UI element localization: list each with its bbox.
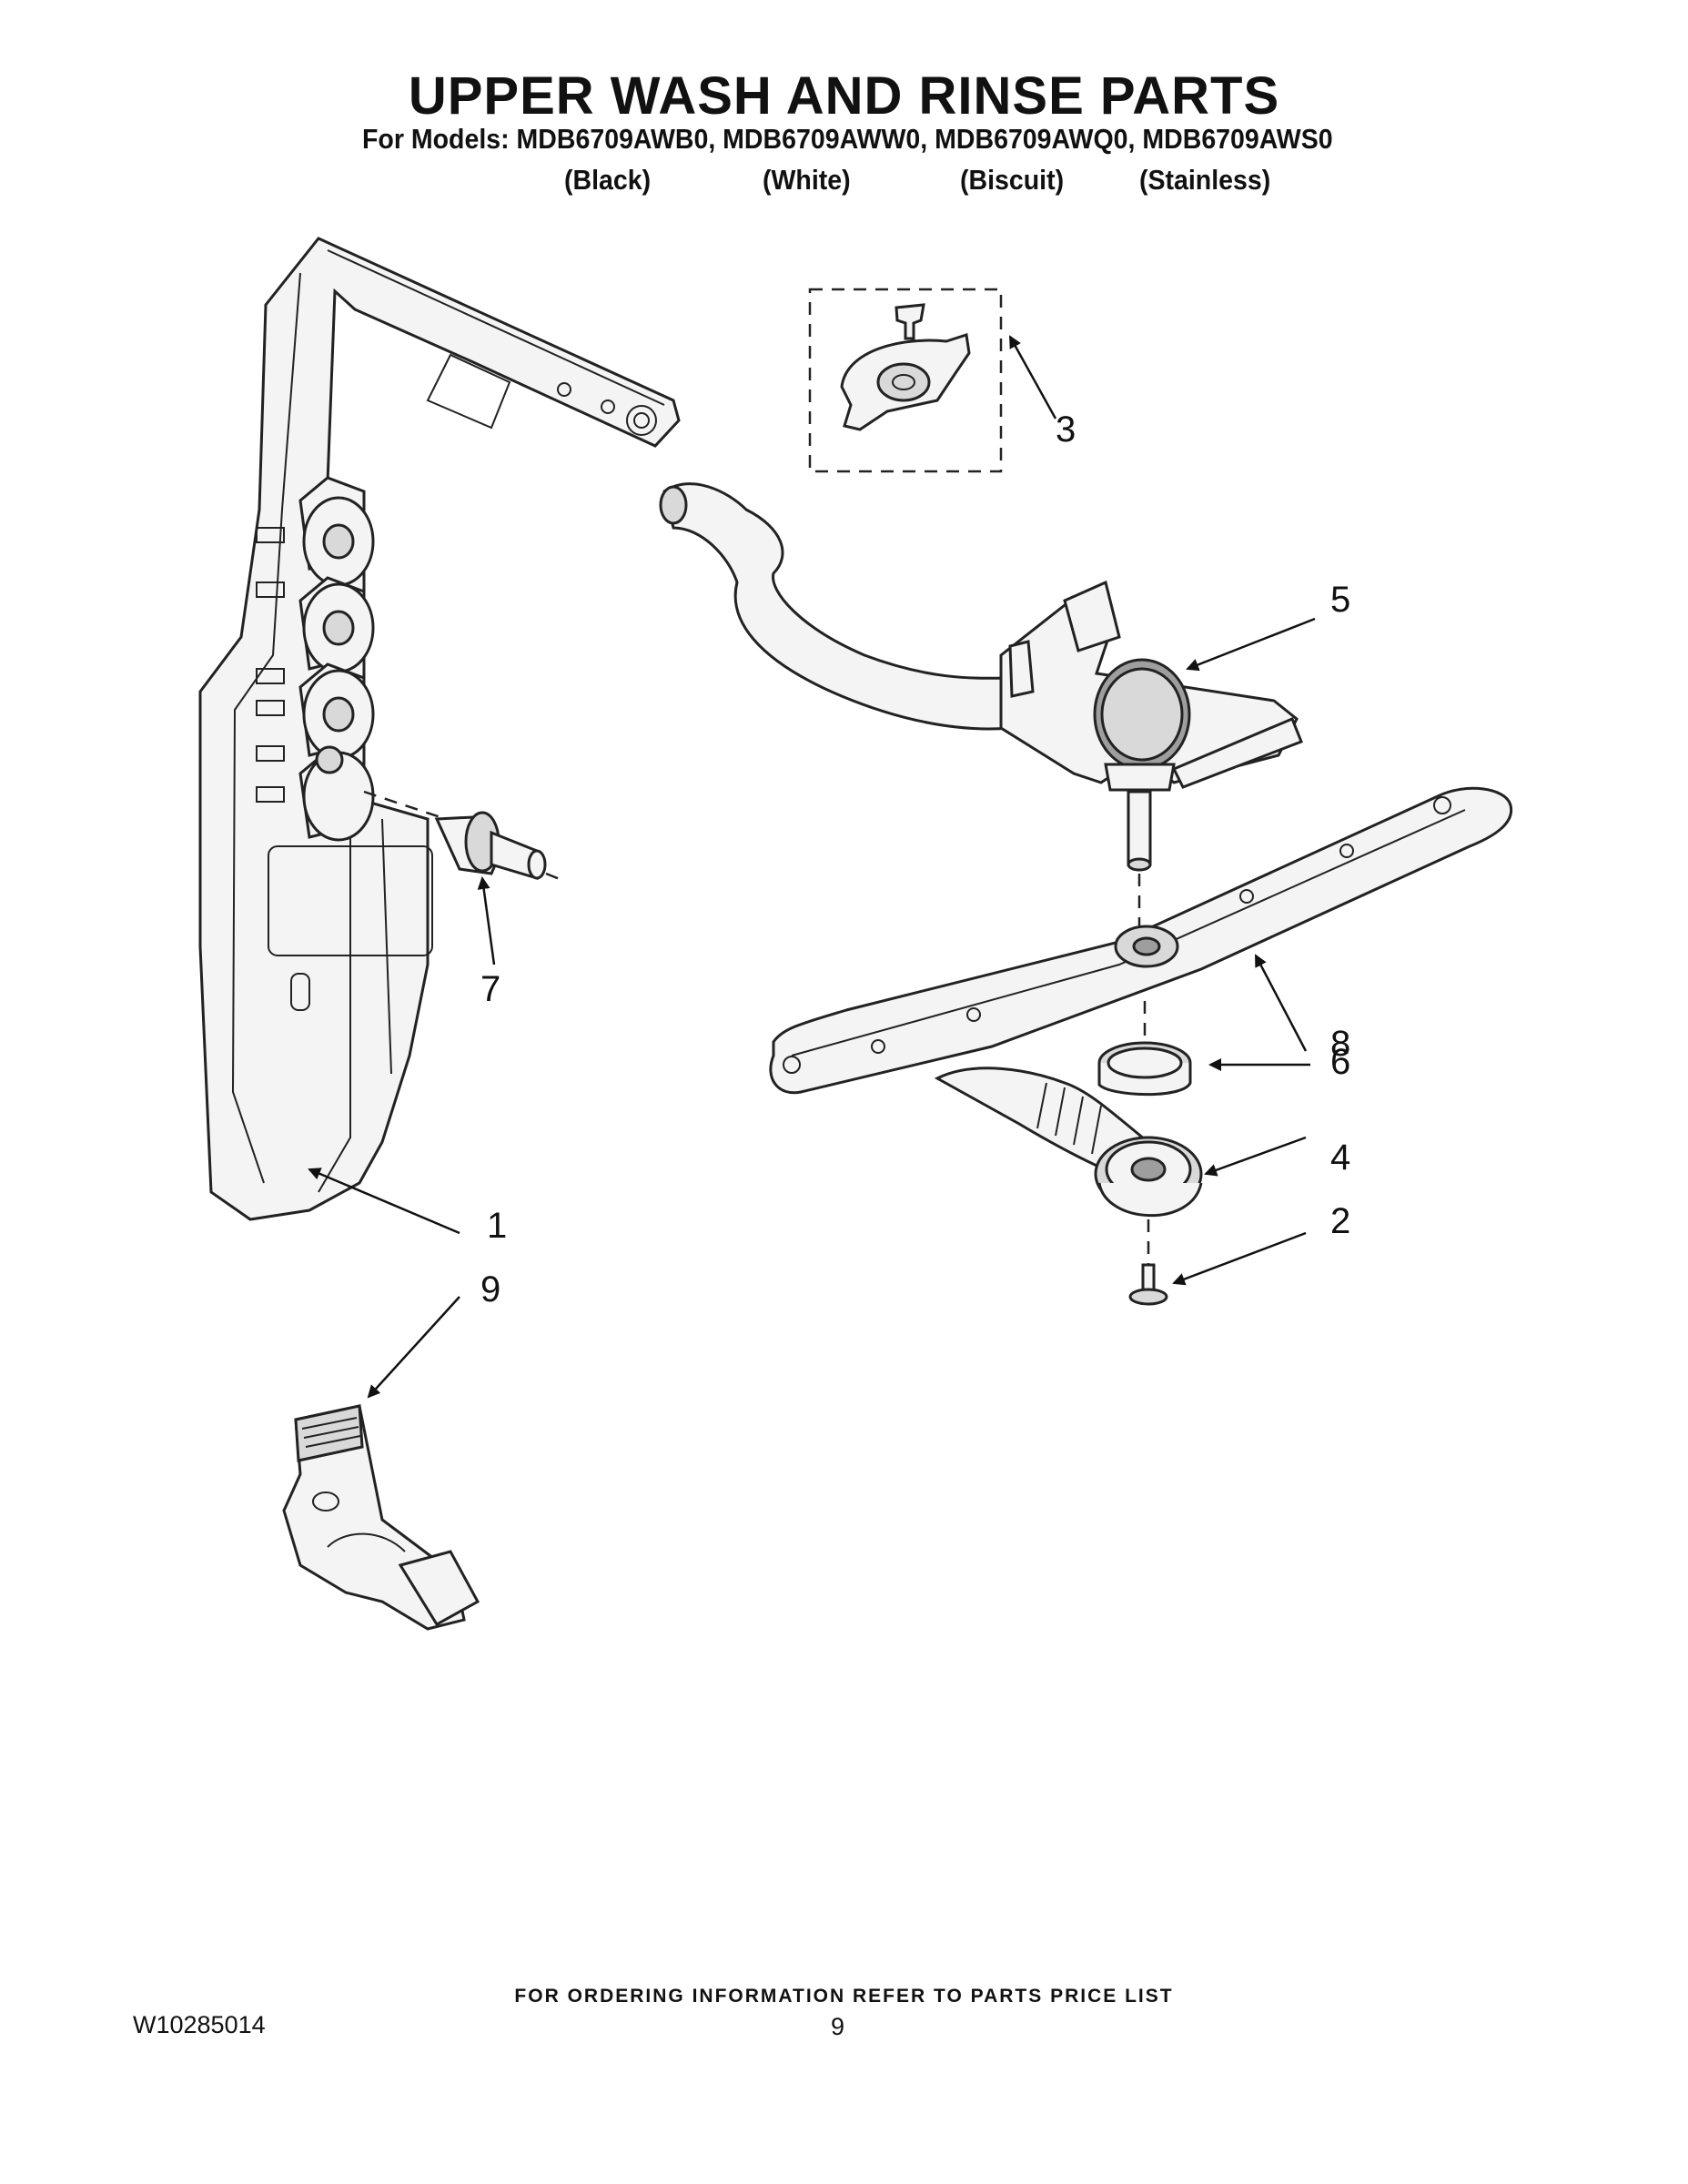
color-black: (Black) — [564, 164, 652, 196]
models-subtitle: For Models: MDB6709AWB0, MDB6709AWW0, MD… — [362, 123, 1333, 155]
part-5-supply-tube — [659, 482, 1303, 872]
callout-9: 9 — [480, 1269, 500, 1309]
callout-5: 5 — [1330, 580, 1350, 620]
leader-lines — [308, 335, 1316, 1399]
color-white: (White) — [763, 164, 851, 196]
part-8-spray-arm — [769, 786, 1513, 1095]
part-7-plug — [363, 790, 565, 883]
color-biscuit: (Biscuit) — [960, 164, 1065, 196]
page-title: UPPER WASH AND RINSE PARTS — [408, 66, 1280, 126]
callout-2: 2 — [1330, 1201, 1350, 1241]
page-number: 9 — [831, 2013, 845, 2040]
color-stainless: (Stainless) — [1139, 164, 1271, 196]
callout-3: 3 — [1056, 410, 1076, 450]
callout-1: 1 — [487, 1206, 507, 1246]
callout-7: 7 — [480, 969, 500, 1009]
callout-4: 4 — [1330, 1138, 1350, 1178]
part-6-ring — [1097, 1041, 1192, 1097]
callout-8: 8 — [1330, 1024, 1350, 1064]
part-2-screw — [1128, 1219, 1168, 1306]
part-4-mount — [1094, 1136, 1203, 1218]
part-1-spray-manifold — [198, 237, 681, 1221]
ordering-info-note: FOR ORDERING INFORMATION REFER TO PARTS … — [514, 1986, 1174, 2007]
part-3-detail-box — [808, 288, 1003, 473]
part-9-clip — [282, 1404, 480, 1631]
callout-6: 6 — [1330, 1042, 1350, 1082]
document-number: W10285014 — [133, 2011, 266, 2038]
